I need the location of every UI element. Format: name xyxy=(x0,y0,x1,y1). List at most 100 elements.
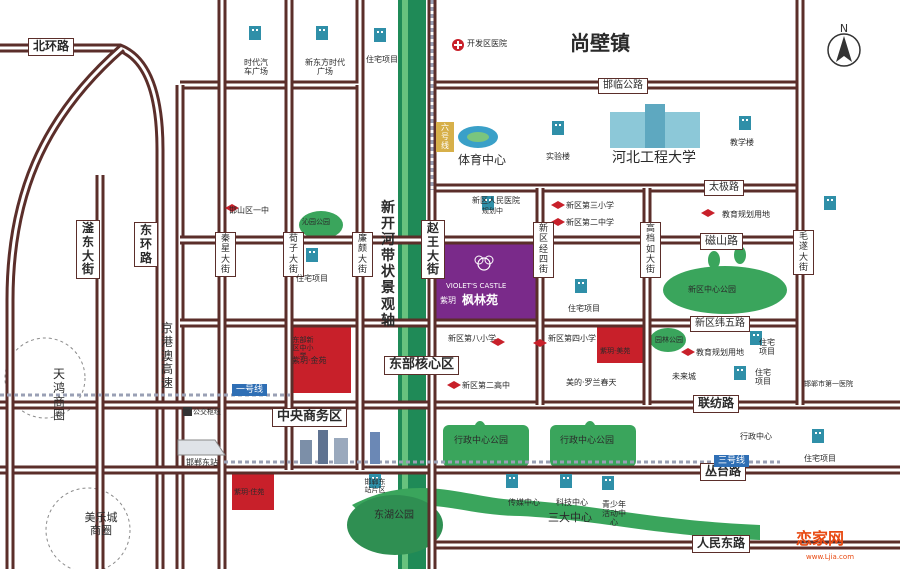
project-en: VIOLET'S CASTLE xyxy=(446,282,507,290)
metro-label-6: 六号线 xyxy=(436,122,454,152)
xinkai-river-highlight xyxy=(402,0,408,569)
poi-xingzheng1: 行政中心公园 xyxy=(454,436,509,446)
area-east-core: 东部核心区 xyxy=(384,356,460,375)
poi-xindongfang: 新东方时代广场 xyxy=(305,58,345,77)
road-label-taiji: 太极路 xyxy=(704,180,744,196)
project-block[interactable] xyxy=(432,243,536,319)
road-label-qin: 秦星大街 xyxy=(215,232,236,278)
zhuzhai6-icon xyxy=(812,429,824,443)
poi-zhongxin-park: 新区中心公园 xyxy=(688,285,736,294)
poi-zfmei: 紫玥·美苑 xyxy=(600,347,631,355)
jiaoxue-icon xyxy=(739,116,751,130)
dongnan-huan-road-center xyxy=(0,46,162,569)
poi-gaozhong2: 新区第二高中 xyxy=(462,381,510,390)
road-label-binlin: 邯临公路 xyxy=(598,78,648,94)
cbd-skyline xyxy=(300,430,380,464)
road-label-gaoxin: 高档如大街 xyxy=(640,222,661,278)
road-label-mao: 毛遂大街 xyxy=(793,230,814,276)
poi-weilai: 未来城 xyxy=(672,372,696,381)
admin-park-2 xyxy=(550,425,636,467)
poi-kaifa-hosp: 开发区医院 xyxy=(467,39,507,48)
road-label-xun: 荀子大街 xyxy=(283,232,304,278)
meile-circle xyxy=(45,487,131,569)
zifu-block[interactable] xyxy=(289,323,351,393)
poi-yuanlin: 园林公园 xyxy=(655,336,683,344)
poi-zhongxue2: 新区第二中学 xyxy=(566,218,614,227)
xiaoxue4-icon xyxy=(533,339,547,347)
park-tree-1 xyxy=(708,251,720,269)
poi-jiaoyu: 教育规划用地 xyxy=(722,210,770,219)
donghu-water xyxy=(352,488,760,540)
poi-meide: 美的·罗兰春天 xyxy=(566,378,617,387)
road-label-jinggangao: 京港澳高速 xyxy=(160,321,173,391)
qingshao-icon xyxy=(602,476,614,490)
shidai-icon xyxy=(249,26,261,40)
poi-dongbu: 东部新区中小学 xyxy=(292,336,314,361)
poi-xingzheng2: 行政中心公园 xyxy=(560,436,615,446)
metro-label-1: 一号线 xyxy=(232,384,268,397)
poi-guihuazhong: 规划中 xyxy=(482,207,503,215)
poi-xiaoxue3: 新区第三小学 xyxy=(566,201,614,210)
xiaoxue8-icon xyxy=(491,338,505,346)
road-label-beihuan: 北环路 xyxy=(28,38,75,56)
area-xinkaihe: 新开河带状景观轴 xyxy=(381,200,395,329)
flower-logo-icon xyxy=(474,255,494,271)
area-tianhong: 天鸿商圈 xyxy=(52,367,65,423)
poi-qingshao: 青少年活动中心 xyxy=(602,500,626,528)
poi-keji: 科技中心 xyxy=(556,498,588,507)
brand-url: www.Ljia.com xyxy=(806,553,855,561)
poi-xingzheng3: 行政中心 xyxy=(740,432,772,441)
gaozhong2-icon xyxy=(447,381,461,389)
jiaoyu2-icon xyxy=(681,348,695,356)
chuanmei-icon xyxy=(506,474,518,488)
poi-zhulian: 紫玥·住苑 xyxy=(234,488,265,496)
poi-handan-east: 邯郸东站 xyxy=(186,458,218,467)
road-label-donghuan: 东环路 xyxy=(134,222,158,268)
area-sanda: 三大中心 xyxy=(548,511,592,524)
xinqu-hosp-icon xyxy=(482,196,494,210)
jiaoyu-icon xyxy=(701,209,715,217)
road-label-fudong: 滏东大街 xyxy=(76,220,100,280)
north-arrow-icon: N xyxy=(827,22,861,67)
poi-zhuzhai6: 住宅项目 xyxy=(804,454,836,463)
zhuzhai5-icon xyxy=(734,366,746,380)
poi-hutong: 沁园公园 xyxy=(302,218,330,226)
poi-shiyan: 实验楼 xyxy=(546,152,570,161)
zfmei-block[interactable] xyxy=(597,327,647,363)
fudong-curve-road-center xyxy=(8,46,123,569)
road-label-lianfang: 联纺路 xyxy=(693,395,740,413)
poi-hebei: 河北工程大学 xyxy=(612,150,696,166)
zhongxue2-icon xyxy=(551,218,565,226)
zhuzhai3-icon xyxy=(575,279,587,293)
poi-chuanmei: 传媒中心 xyxy=(508,498,540,507)
poi-bus: 公交枢纽 xyxy=(193,408,221,416)
keji-icon xyxy=(560,474,572,488)
zhulian-block[interactable] xyxy=(232,474,274,510)
xiaoxue3-icon xyxy=(551,201,565,209)
north-label: N xyxy=(840,22,848,35)
hanshan-icon xyxy=(225,204,239,212)
xindongfang-icon xyxy=(316,26,328,40)
poi-zhuzhai4: 住宅项目 xyxy=(759,338,775,357)
qinyuan-park xyxy=(299,211,343,239)
shiyan-icon xyxy=(552,121,564,135)
area-shangbi: 尚壁镇 xyxy=(570,31,630,55)
poi-jiaoyu2: 教育规划用地 xyxy=(696,348,744,357)
road-label-jing4: 新区经四街 xyxy=(533,222,554,278)
poi-dongdi1: 邯郸市第一医院 xyxy=(804,380,853,388)
metro-label-3: 三号线 xyxy=(714,455,750,468)
poi-handan-sta: 邯郸东站片区 xyxy=(364,478,386,495)
poi-tiyu: 体育中心 xyxy=(458,153,507,167)
poi-jiaoxue: 教学楼 xyxy=(730,138,754,147)
poi-hanshan: 邯山区一中 xyxy=(229,206,269,215)
area-meile: 美乐城商圈 xyxy=(84,511,118,537)
road-label-renmindong: 人民东路 xyxy=(692,535,751,553)
poi-zhuzhai1: 住宅项目 xyxy=(366,55,398,64)
tianhong-circle xyxy=(4,337,86,419)
university-icon xyxy=(610,104,700,148)
poi-zhuzhai3: 住宅项目 xyxy=(568,304,600,313)
handan-sta-icon xyxy=(369,474,381,488)
project-name: 枫林苑 xyxy=(462,293,499,307)
brand-logo: 恋家网 xyxy=(796,529,845,548)
